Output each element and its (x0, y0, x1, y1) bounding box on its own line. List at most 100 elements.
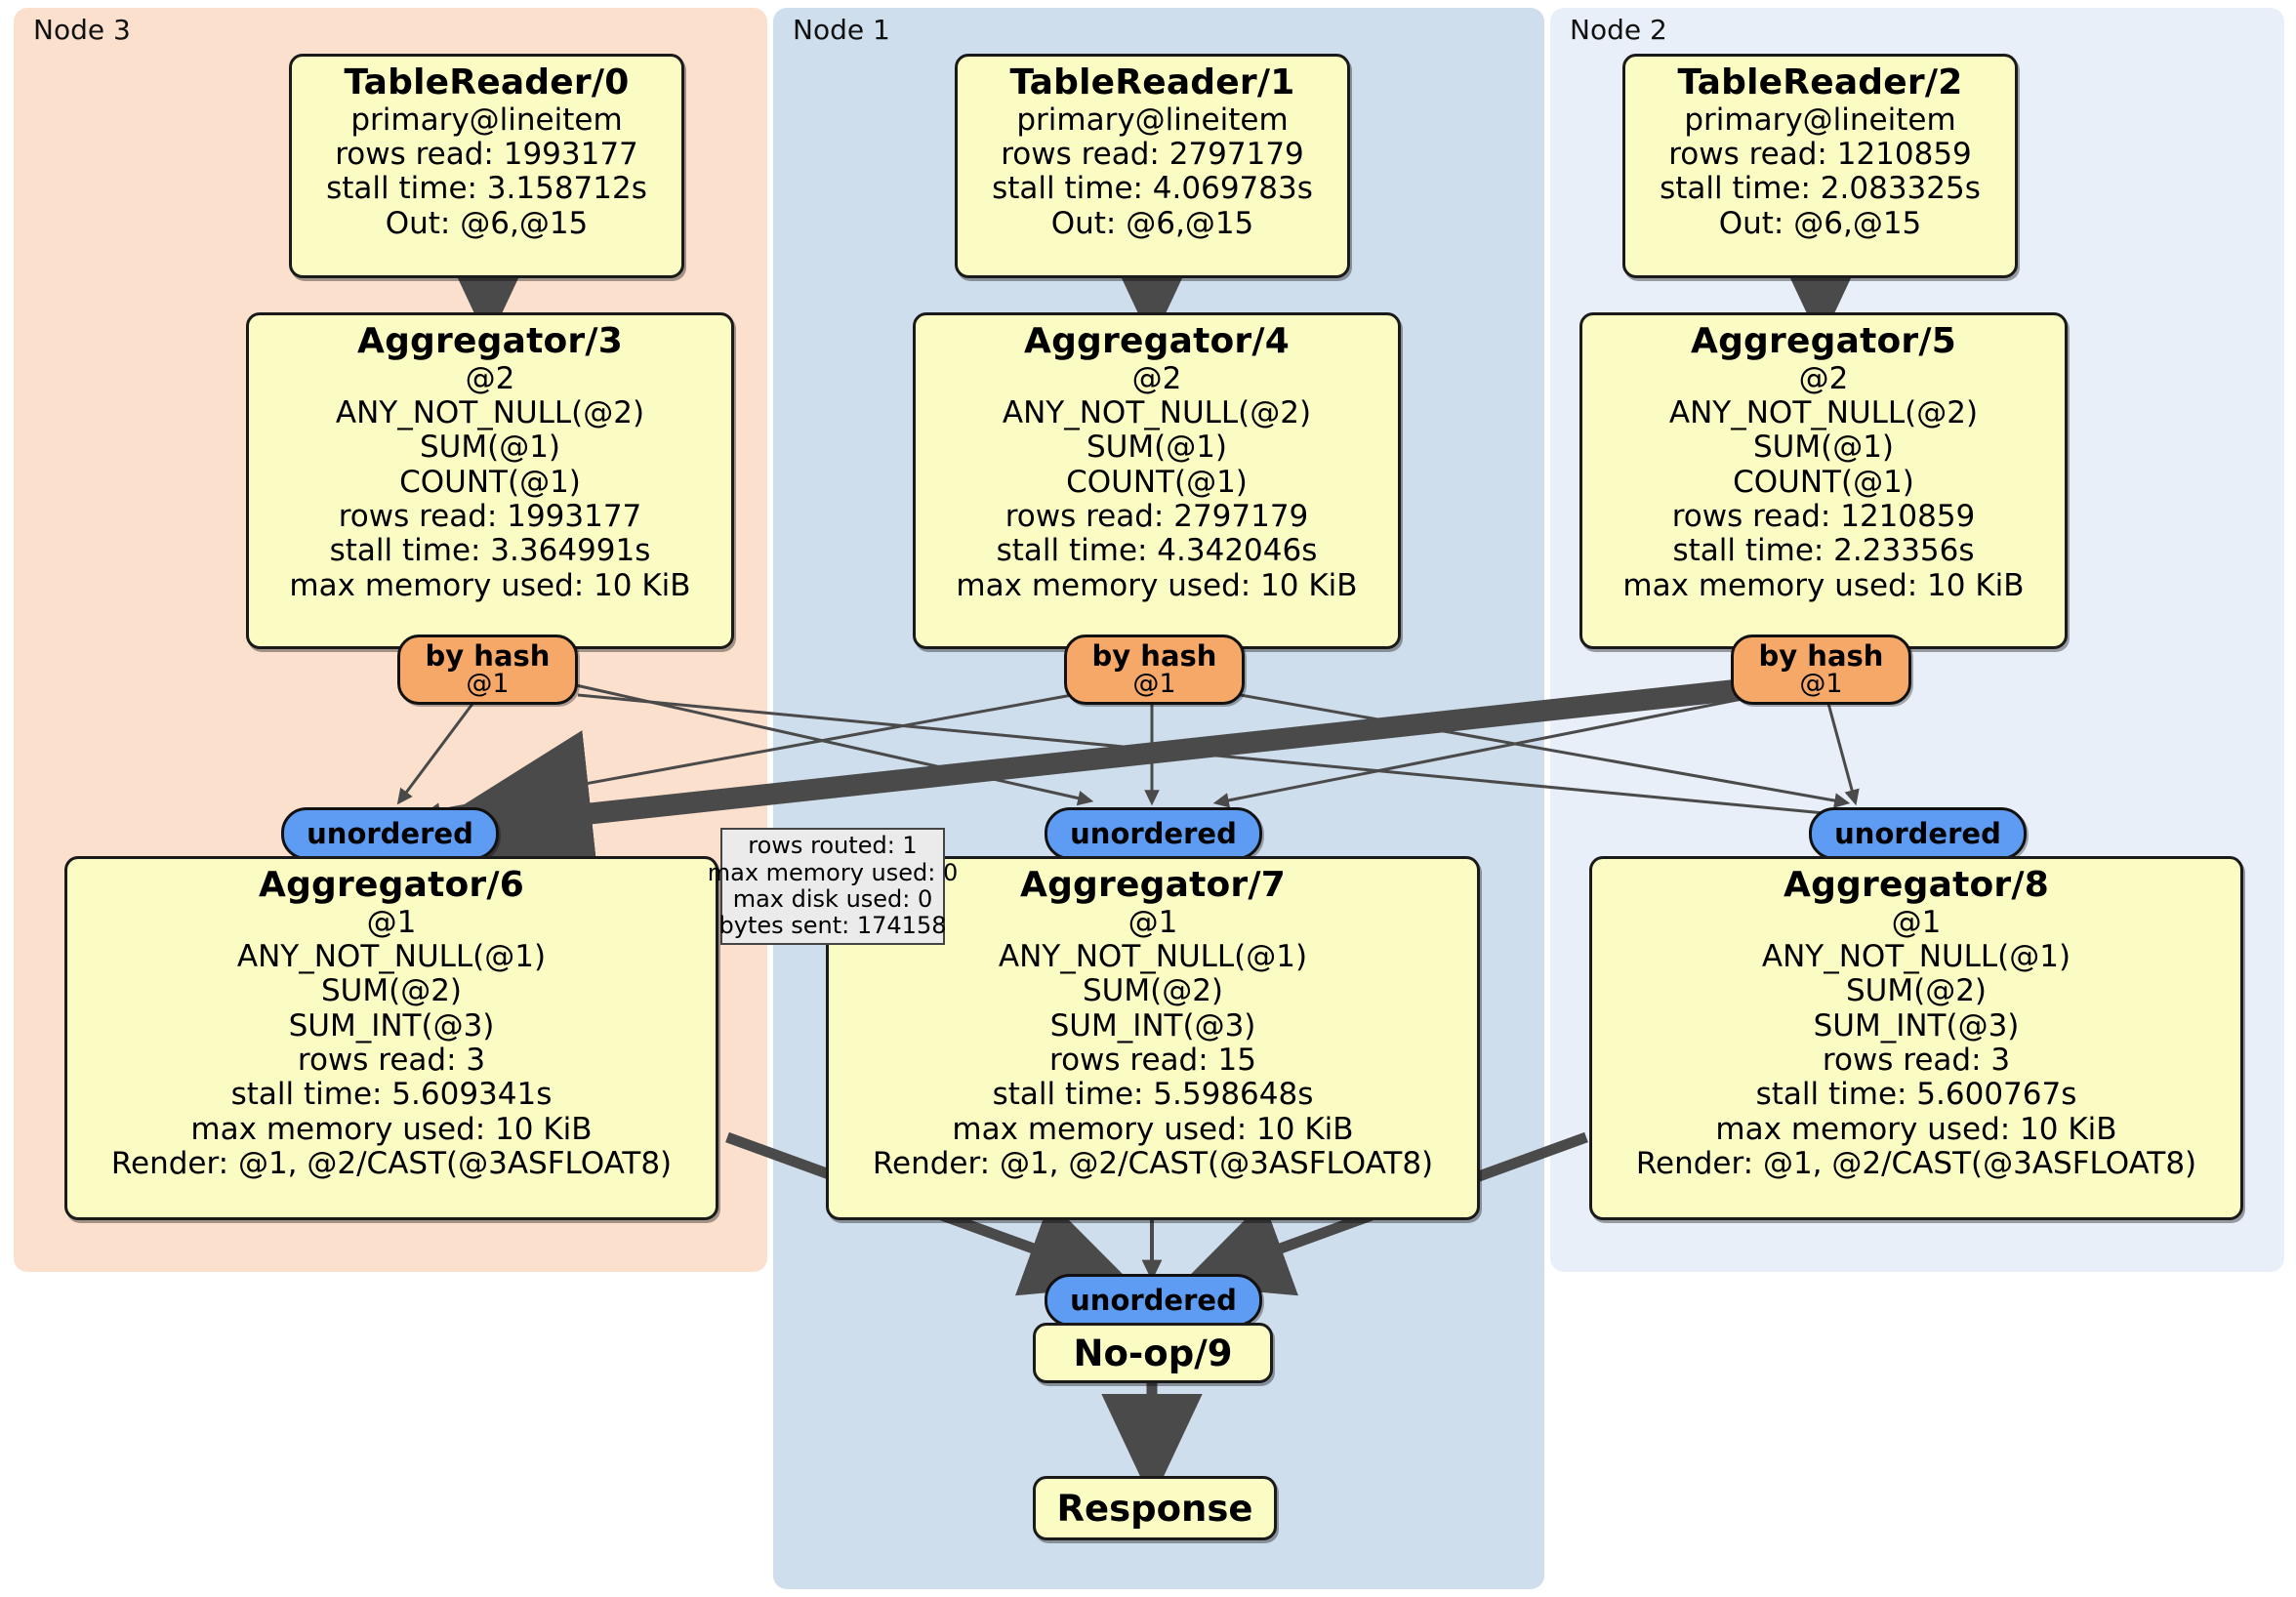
operator-detail: max memory used: 10 KiB (1715, 1111, 2117, 1147)
operator-box-aggregator-8[interactable]: Aggregator/8 @1 ANY_NOT_NULL(@1) SUM(@2)… (1589, 856, 2243, 1220)
operator-box-aggregator-5[interactable]: Aggregator/5 @2 ANY_NOT_NULL(@2) SUM(@1)… (1579, 312, 2068, 649)
operator-detail: COUNT(@1) (1733, 464, 1914, 500)
operator-detail: max memory used: 10 KiB (289, 567, 691, 603)
operator-detail: SUM(@1) (1752, 430, 1895, 466)
operator-detail: stall time: 2.083325s (1660, 171, 1981, 207)
operator-title: Aggregator/6 (259, 865, 524, 905)
operator-box-aggregator-4[interactable]: Aggregator/4 @2 ANY_NOT_NULL(@2) SUM(@1)… (913, 312, 1401, 649)
cluster-node2-label: Node 2 (1570, 14, 1667, 46)
operator-detail: @2 (465, 360, 515, 396)
operator-detail: primary@lineitem (350, 102, 623, 138)
router-pill-column: @1 (1799, 669, 1843, 700)
operator-detail: ANY_NOT_NULL(@2) (1002, 395, 1312, 431)
operator-box-aggregator-6[interactable]: Aggregator/6 @1 ANY_NOT_NULL(@1) SUM(@2)… (64, 856, 718, 1220)
operator-detail: COUNT(@1) (1066, 464, 1248, 500)
operator-detail: rows read: 3 (1822, 1043, 2011, 1079)
operator-detail: stall time: 2.23356s (1672, 533, 1975, 569)
operator-detail: ANY_NOT_NULL(@1) (998, 939, 1308, 975)
operator-detail: @1 (1128, 904, 1178, 940)
operator-detail: stall time: 5.598648s (992, 1077, 1314, 1113)
operator-box-tablereader-0[interactable]: TableReader/0 primary@lineitem rows read… (289, 54, 684, 278)
stats-line: bytes sent: 174158 (718, 912, 947, 940)
operator-detail: max memory used: 10 KiB (952, 1111, 1354, 1147)
operator-detail: stall time: 4.342046s (996, 533, 1318, 569)
operator-detail: rows read: 1993177 (335, 137, 638, 173)
operator-detail: SUM(@1) (419, 430, 561, 466)
operator-detail: max memory used: 10 KiB (1622, 567, 2025, 603)
operator-detail: rows read: 3 (297, 1043, 486, 1079)
router-pill-by-hash-node2[interactable]: by hash @1 (1731, 635, 1911, 705)
operator-detail: @2 (1131, 360, 1182, 396)
operator-detail: Out: @6,@15 (1718, 205, 1922, 241)
stream-pill-unordered-final[interactable]: unordered (1045, 1274, 1262, 1327)
operator-detail: ANY_NOT_NULL(@2) (1668, 395, 1979, 431)
operator-detail: Render: @1, @2/CAST(@3ASFLOAT8) (1635, 1146, 2197, 1182)
stats-line: rows routed: 1 (748, 832, 918, 860)
operator-detail: rows read: 15 (1049, 1043, 1256, 1079)
operator-detail: max memory used: 10 KiB (190, 1111, 593, 1147)
operator-title: Aggregator/5 (1691, 321, 1956, 361)
operator-detail: SUM(@1) (1086, 430, 1228, 466)
router-pill-label: by hash (1758, 638, 1884, 673)
operator-detail: rows read: 1210859 (1668, 137, 1972, 173)
operator-detail: SUM(@2) (1845, 973, 1988, 1009)
operator-box-noop-9[interactable]: No-op/9 (1033, 1323, 1273, 1383)
operator-detail: rows read: 2797179 (1004, 499, 1309, 535)
router-pill-column: @1 (1132, 669, 1176, 700)
operator-detail: rows read: 1993177 (338, 499, 642, 535)
operator-title: TableReader/0 (344, 62, 630, 102)
cluster-node1-label: Node 1 (793, 14, 890, 46)
operator-title: Aggregator/4 (1024, 321, 1290, 361)
router-pill-label: by hash (425, 638, 551, 673)
operator-detail: stall time: 5.609341s (230, 1077, 553, 1113)
operator-detail: stall time: 5.600767s (1755, 1077, 2077, 1113)
operator-detail: ANY_NOT_NULL(@2) (335, 395, 645, 431)
operator-detail: @1 (1891, 904, 1942, 940)
operator-detail: max memory used: 10 KiB (956, 567, 1358, 603)
operator-detail: ANY_NOT_NULL(@1) (1761, 939, 2071, 975)
router-pill-by-hash-node3[interactable]: by hash @1 (397, 635, 578, 705)
operator-detail: Render: @1, @2/CAST(@3ASFLOAT8) (110, 1146, 673, 1182)
stream-pill-unordered-node2[interactable]: unordered (1809, 807, 2027, 860)
operator-detail: @1 (366, 904, 417, 940)
operator-box-tablereader-2[interactable]: TableReader/2 primary@lineitem rows read… (1622, 54, 2018, 278)
operator-title: Aggregator/3 (357, 321, 623, 361)
stream-pill-unordered-node1[interactable]: unordered (1045, 807, 1262, 860)
operator-detail: rows read: 2797179 (1001, 137, 1304, 173)
router-pill-column: @1 (466, 669, 510, 700)
stream-pill-label: unordered (1834, 816, 2001, 850)
operator-title: TableReader/1 (1009, 62, 1295, 102)
operator-detail: SUM_INT(@3) (288, 1007, 495, 1044)
operator-detail: @2 (1798, 360, 1849, 396)
operator-detail: COUNT(@1) (399, 464, 581, 500)
operator-detail: stall time: 3.364991s (329, 533, 651, 569)
operator-detail: Render: @1, @2/CAST(@3ASFLOAT8) (872, 1146, 1434, 1182)
stream-pill-unordered-node3[interactable]: unordered (281, 807, 499, 860)
operator-box-response[interactable]: Response (1033, 1476, 1277, 1540)
operator-detail: rows read: 1210859 (1671, 499, 1976, 535)
operator-detail: ANY_NOT_NULL(@1) (236, 939, 547, 975)
router-stats-box: rows routed: 1 max memory used: 0 max di… (708, 828, 958, 945)
operator-title: Response (1056, 1487, 1253, 1530)
stream-pill-label: unordered (307, 816, 473, 850)
operator-detail: Out: @6,@15 (385, 205, 589, 241)
operator-detail: primary@lineitem (1684, 102, 1956, 138)
operator-box-tablereader-1[interactable]: TableReader/1 primary@lineitem rows read… (955, 54, 1350, 278)
stats-line: max disk used: 0 (732, 885, 933, 913)
operator-detail: stall time: 4.069783s (992, 171, 1313, 207)
operator-box-aggregator-3[interactable]: Aggregator/3 @2 ANY_NOT_NULL(@2) SUM(@1)… (246, 312, 734, 649)
operator-detail: SUM(@2) (1082, 973, 1224, 1009)
operator-detail: SUM(@2) (320, 973, 463, 1009)
operator-detail: stall time: 3.158712s (326, 171, 647, 207)
operator-title: Aggregator/7 (1020, 865, 1286, 905)
cluster-node3-label: Node 3 (33, 14, 131, 46)
operator-title: No-op/9 (1073, 1331, 1233, 1374)
operator-detail: Out: @6,@15 (1050, 205, 1254, 241)
stream-pill-label: unordered (1070, 1283, 1237, 1317)
operator-detail: primary@lineitem (1016, 102, 1289, 138)
router-pill-by-hash-node1[interactable]: by hash @1 (1064, 635, 1245, 705)
operator-detail: SUM_INT(@3) (1813, 1007, 2020, 1044)
stats-line: max memory used: 0 (707, 858, 959, 886)
operator-title: TableReader/2 (1677, 62, 1963, 102)
